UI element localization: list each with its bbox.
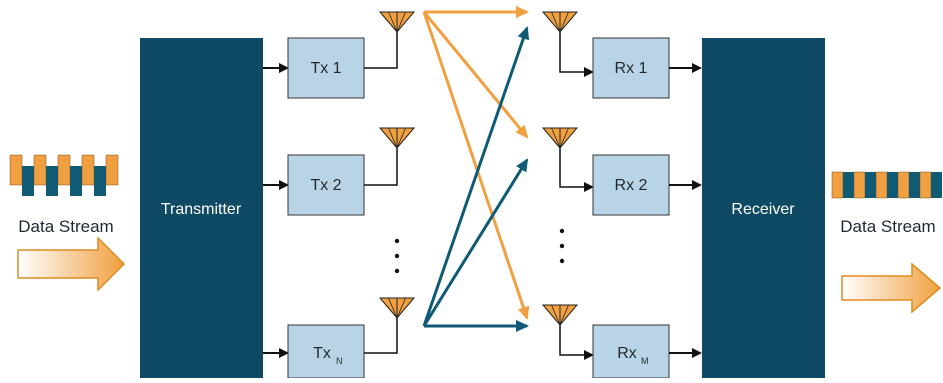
rx1-box [592,37,670,99]
txn-box [287,324,365,379]
left-data-stream-label: Data Stream [18,217,113,236]
rx1-antenna-feed [559,32,594,77]
path-txn-rx1 [422,26,530,327]
rxm-label: Rx [617,345,637,362]
rx2-antenna-icon [541,127,579,149]
right-data-stream-bits [831,171,942,199]
txn-label: Tx [313,345,331,362]
left-data-stream-bits [9,154,119,196]
txn-subscript: N [336,356,343,366]
tx2-antenna-icon [378,127,416,149]
rxm-subscript: M [641,356,649,366]
rx-ellipsis [559,228,565,264]
path-tx1-rx2 [422,11,529,139]
right-output-arrow [841,262,942,314]
tx2-antenna-feed [364,148,398,186]
tx2-label: Tx 2 [310,177,341,194]
left-input-arrow [17,236,126,292]
receiver-block [702,38,825,378]
path-txn-rx2 [422,158,529,327]
rx1-label: Rx 1 [615,60,648,77]
tx1-box [287,37,365,99]
rxm-antenna-icon [541,304,579,326]
receiver-label: Receiver [731,201,795,218]
rx2-label: Rx 2 [615,177,648,194]
tx1-label: Tx 1 [310,60,341,77]
rxm-antenna-feed [559,325,594,360]
tx-ellipsis [394,238,400,274]
transmitter-label: Transmitter [161,201,242,218]
path-tx1-rxm [422,11,530,320]
right-data-stream-label: Data Stream [840,217,935,236]
txn-antenna-icon [378,297,416,319]
tx1-antenna-icon [378,11,416,33]
txn-antenna-feed [364,318,398,354]
rx2-antenna-feed [559,148,594,192]
rxm-box [592,324,670,379]
transmitter-block [140,38,263,378]
tx1-antenna-feed [364,32,398,69]
rx1-antenna-icon [541,11,579,33]
rx2-box [592,154,670,216]
